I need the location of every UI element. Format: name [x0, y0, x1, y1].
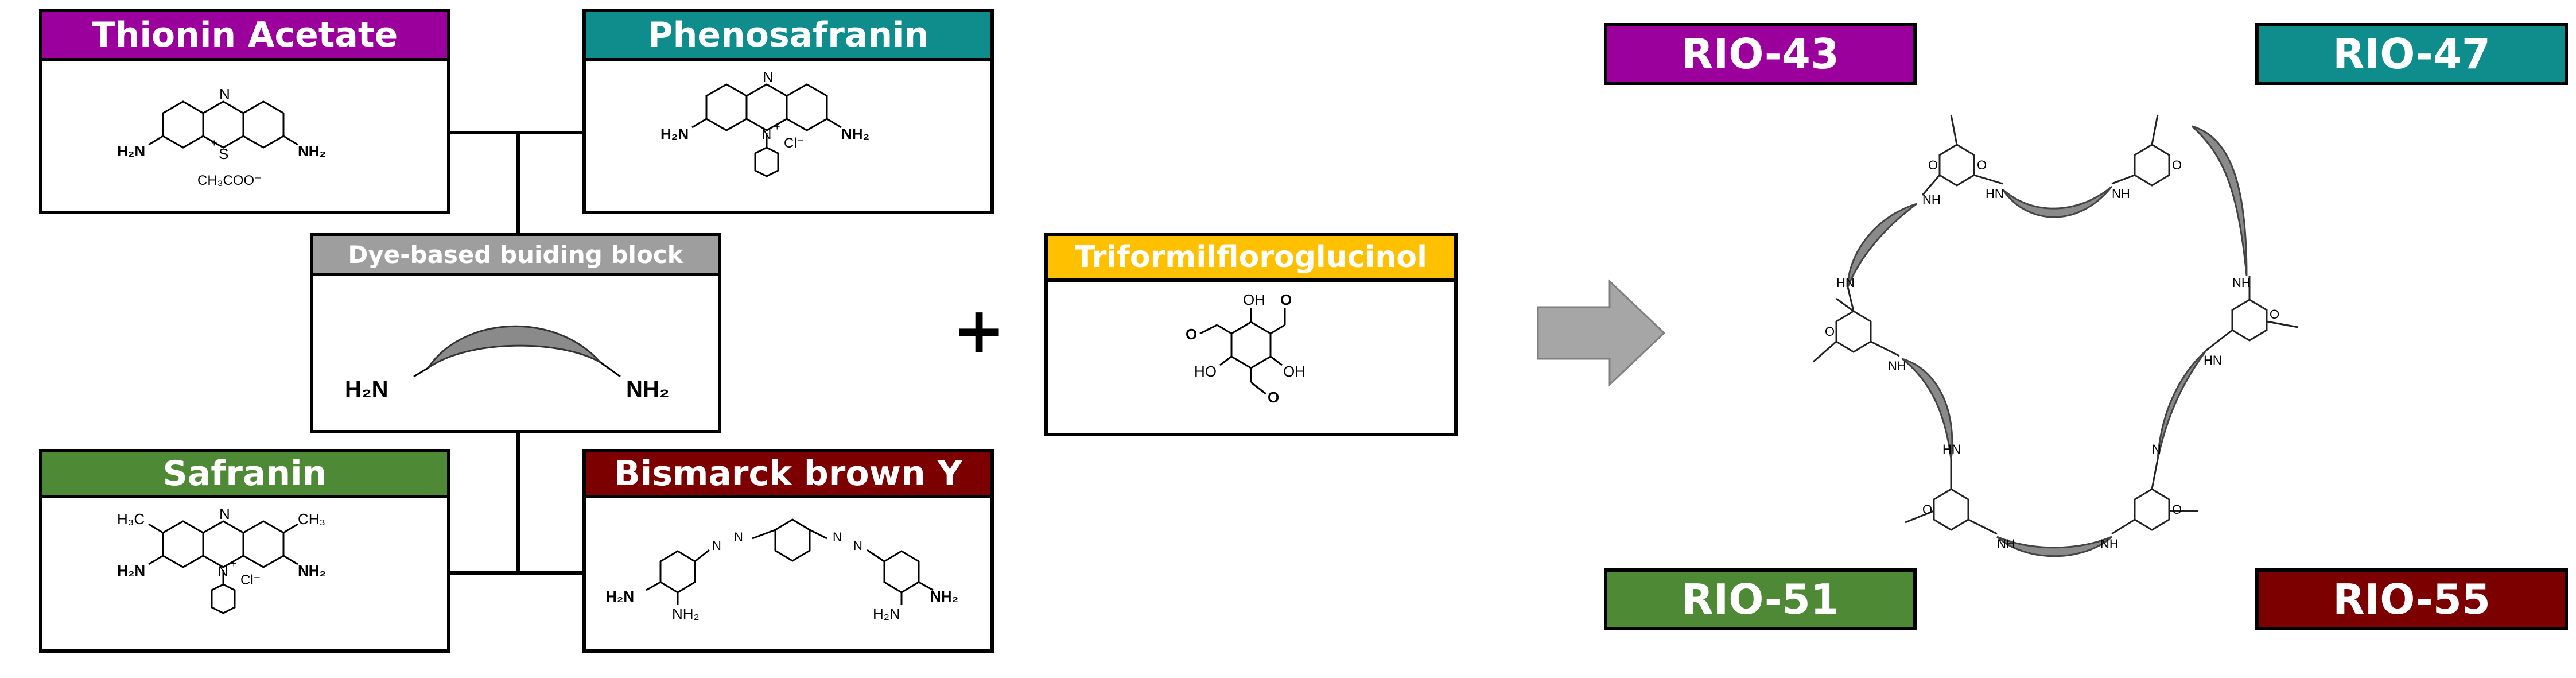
connector-bottom-vertical — [516, 433, 520, 574]
net-nh-6: NH — [2100, 537, 2119, 551]
triformil-o-bottom: O — [1268, 389, 1279, 406]
node-ring-5 — [1933, 488, 1969, 531]
rio-47-label: RIO-47 — [2255, 23, 2568, 85]
bismarck-brown-title: Bismarck brown Y — [586, 452, 990, 498]
safranin-charge: + — [231, 558, 237, 569]
phenosafranin-box: Phenosafranin N N + H₂N NH₂ Cl⁻ — [582, 9, 994, 214]
dye-block-amine-left: H₂N — [345, 377, 388, 402]
triformil-oh-right: OH — [1283, 363, 1306, 380]
net-hn-2: HN — [1836, 276, 1855, 290]
bismarck-brown-box: Bismarck brown Y N N N N H₂N NH₂ H₂N — [582, 449, 994, 653]
thionin-amine-left: H₂N — [117, 142, 145, 160]
dye-block-structure: H₂N NH₂ — [313, 276, 718, 430]
net-n-1: N — [2152, 442, 2161, 456]
thionin-counter-ion: CH₃COO⁻ — [197, 173, 262, 188]
thionin-ring-n: N — [219, 86, 230, 103]
rio-51-label: RIO-51 — [1604, 568, 1917, 630]
thionin-amine-right: NH₂ — [298, 142, 326, 160]
net-o-4: O — [1825, 324, 1835, 339]
safranin-methyl-right: CH₃ — [298, 510, 325, 528]
phenosafranin-charge: + — [774, 121, 780, 133]
phenosafranin-ring-n2: N — [761, 127, 771, 142]
net-nh-3: NH — [2232, 276, 2251, 290]
bismarck-azo-n2: N — [734, 530, 743, 544]
net-nh-5: NH — [1997, 537, 2015, 551]
bismarck-amine-2: NH₂ — [672, 605, 700, 622]
dye-block-box: Dye-based buiding block H₂N NH₂ — [310, 233, 721, 433]
phenosafranin-structure: N N + H₂N NH₂ Cl⁻ — [586, 61, 990, 211]
safranin-structure: H₃C CH₃ N N + H₂N NH₂ Cl⁻ — [42, 498, 447, 649]
thionin-acetate-title: Thionin Acetate — [42, 12, 447, 61]
thionin-structure: N S + H₂N NH₂ CH₃COO⁻ — [42, 61, 447, 211]
node-ring-3 — [1835, 310, 1872, 353]
net-o-5: O — [2270, 307, 2279, 321]
bismarck-azo-n1: N — [712, 538, 721, 553]
safranin-box: Safranin H₃C CH₃ N N + H₂N NH₂ Cl⁻ — [39, 449, 450, 653]
connector-top-vertical — [516, 131, 520, 234]
net-o-3: O — [2172, 158, 2182, 172]
bismarck-amine-1: H₂N — [606, 588, 634, 605]
safranin-counter-ion: Cl⁻ — [240, 572, 261, 588]
bismarck-brown-structure: N N N N H₂N NH₂ H₂N NH₂ — [586, 498, 990, 649]
bismarck-azo-n3: N — [833, 530, 842, 544]
net-nh-2: NH — [2112, 187, 2130, 201]
bismarck-amine-4: NH₂ — [930, 588, 958, 605]
net-hn-3: HN — [2204, 353, 2222, 367]
net-o-1: O — [1928, 158, 1938, 172]
safranin-amine-right: NH₂ — [298, 562, 326, 579]
phenosafranin-amine-left: H₂N — [660, 125, 689, 142]
phenosafranin-ring-n: N — [763, 68, 774, 86]
node-ring-6 — [2134, 488, 2170, 531]
bismarck-azo-n4: N — [853, 538, 862, 553]
triformil-oh-top: OH — [1243, 291, 1265, 308]
thionin-charge: + — [211, 137, 217, 149]
net-hn-1: HN — [1986, 187, 2004, 201]
rio-55-label: RIO-55 — [2255, 568, 2568, 630]
thionin-ring-s: S — [219, 145, 228, 162]
thionin-acetate-box: Thionin Acetate N S + H₂N NH₂ CH₃COO⁻ — [39, 9, 450, 214]
rio-43-label: RIO-43 — [1604, 23, 1917, 85]
plus-sign: + — [953, 293, 1006, 367]
triformil-ho-left: HO — [1194, 363, 1217, 380]
triformil-structure: OH O O HO OH O — [1048, 282, 1454, 433]
dye-block-title: Dye-based buiding block — [313, 236, 718, 276]
safranin-ring-n2: N — [218, 564, 228, 579]
triformil-o-left: O — [1186, 326, 1197, 343]
net-o-2: O — [1977, 158, 1987, 172]
net-nh-1: NH — [1922, 192, 1941, 207]
reaction-arrow — [1537, 279, 1666, 387]
triformil-box: Triformilfloroglucinol OH O O HO OH O — [1044, 233, 1458, 436]
safranin-methyl-left: H₃C — [117, 510, 145, 528]
node-ring-4 — [2231, 299, 2268, 342]
safranin-ring-n: N — [219, 505, 230, 522]
triformil-title: Triformilfloroglucinol — [1048, 236, 1454, 282]
node-ring-1 — [1938, 144, 1975, 187]
phenosafranin-amine-right: NH₂ — [841, 125, 869, 142]
triformil-o-right: O — [1280, 291, 1292, 308]
net-nh-4: NH — [1888, 359, 1906, 373]
safranin-amine-left: H₂N — [117, 562, 145, 579]
cof-network: NH HN NH HN NH NH HN HN N NH NH O O O O … — [1813, 114, 2299, 557]
safranin-title: Safranin — [42, 452, 447, 498]
net-hn-4: HN — [1942, 442, 1961, 456]
dye-block-amine-right: NH₂ — [626, 377, 670, 402]
net-o-7: O — [2172, 502, 2182, 517]
phenosafranin-title: Phenosafranin — [586, 12, 990, 61]
phenosafranin-counter-ion: Cl⁻ — [784, 135, 804, 151]
net-o-6: O — [1922, 502, 1932, 517]
node-ring-2 — [2134, 144, 2170, 187]
bismarck-amine-3: H₂N — [873, 605, 900, 622]
